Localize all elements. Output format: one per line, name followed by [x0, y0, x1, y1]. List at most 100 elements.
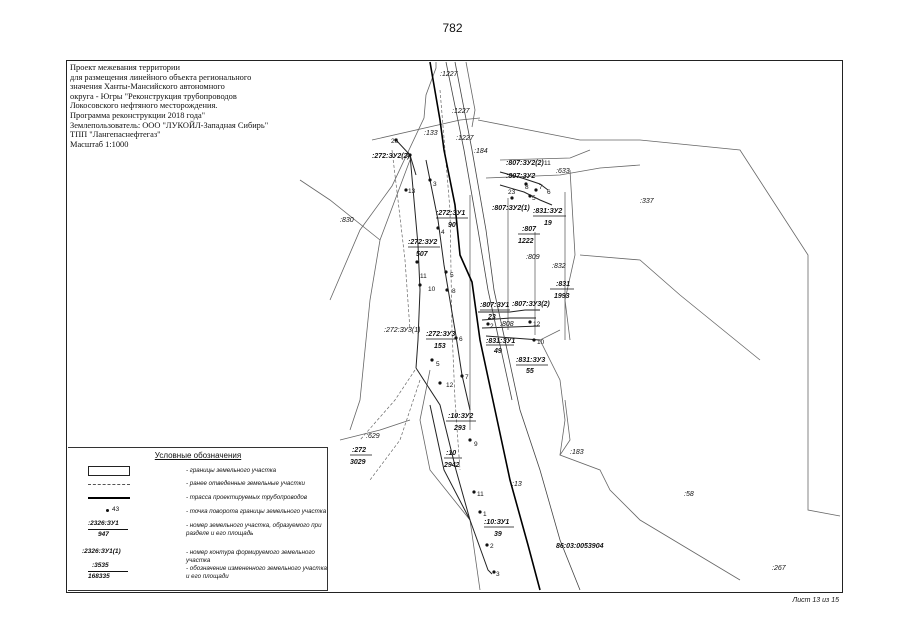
legend-symbol-id: :3535 [92, 562, 109, 569]
point-number: 6 [459, 336, 463, 343]
point-number: 3 [433, 181, 437, 188]
point-number: 2 [490, 543, 494, 550]
neighbor-label: :337 [640, 198, 655, 205]
point-number: 2 [490, 323, 494, 330]
title-block: Проект межевания территории для размещен… [70, 63, 320, 149]
legend-item-contour: :2326:ЗУ1(1) - номер контура формируемог… [68, 547, 328, 564]
legend-item-formed-parcel: :2326:ЗУ1 947 - номер земельного участка… [68, 520, 328, 544]
parcel-id: :807:ЗУ2 [506, 173, 535, 180]
pipeline-route [429, 61, 541, 591]
legend-symbol-id: :2326:ЗУ1 [88, 520, 119, 527]
point-number: 11 [477, 491, 484, 498]
legend-item-pipeline: - трасса проектируемых трубопроводов [68, 492, 328, 506]
legend-point-symbol: 43 [74, 506, 124, 520]
legend-desc: - номер земельного участка, образуемого … [186, 522, 322, 537]
point-number: 3 [496, 571, 500, 578]
neighbor-label: :629 [366, 433, 380, 440]
neighbor-label: :184 [474, 148, 488, 155]
legend-desc: - границы земельного участка [186, 467, 277, 474]
neighbor-label: :830 [340, 217, 354, 224]
point-number: 11 [544, 160, 551, 167]
legend-desc: - номер контура формируемого земельного … [186, 549, 315, 564]
parcel-id: :272:ЗУ2(2) [372, 153, 410, 160]
neighbor-label: :267 [772, 565, 787, 572]
point-number: 10 [428, 286, 436, 293]
title-line: округа - Югры "Реконструкция трубопровод… [70, 91, 237, 101]
point-number: 7 [539, 184, 543, 191]
neighbor-label: :58 [684, 491, 694, 498]
point-number: 12 [446, 382, 454, 389]
quarter-label: 86:03:0053904 [556, 543, 604, 550]
legend-desc: - обозначение измененного земельного уча… [186, 565, 327, 580]
page-number: 782 [442, 21, 463, 35]
legend-item-changed-parcel: :3535 168335 - обозначение измененного з… [68, 562, 328, 588]
neighbor-label: :1227 [456, 135, 475, 142]
sheet-label: Лист 13 из 15 [792, 597, 839, 604]
parcel-id: :807:ЗУ1 [480, 302, 509, 309]
title-line: Программа реконструкции 2018 года" [70, 110, 206, 120]
parcel-id: :831:ЗУ1 [486, 338, 515, 345]
legend-item-parcel-boundary: - границы земельного участка [68, 464, 328, 478]
parcel-id: :272 [352, 447, 366, 454]
point-number: 5 [450, 272, 454, 279]
title-line: Локосовского нефтяного месторождения. [70, 101, 218, 111]
turning-points [394, 138, 538, 574]
neighbor-label: :1227 [440, 71, 459, 78]
parcel-area: 153 [434, 343, 446, 350]
point-numbers: 26 1 13 3 4 11 5 10 8 5 6 12 7 9 11 1 2 … [391, 138, 551, 578]
parcel-id: :807:ЗУ2(1) [492, 205, 530, 212]
parcel-area: 39 [494, 531, 502, 538]
parcel-id: :831:ЗУ2 [533, 208, 562, 215]
point-number: 9 [474, 441, 478, 448]
parcel-id: :831 [556, 281, 570, 288]
parcel-id: :10 [446, 450, 456, 457]
legend-line-symbol [74, 492, 130, 506]
parcel-area: 90 [448, 222, 456, 229]
parcel-id: :272:ЗУ1 [436, 210, 465, 217]
point-number: 11 [420, 273, 427, 280]
parcel-labels: :272:ЗУ2(2) :272:ЗУ1 90 :272:ЗУ2 507 :27… [350, 153, 604, 550]
legend-item-previous-allotment: - ранее отведенные земельные участки [68, 478, 328, 492]
legend-desc: - точка поворота границы земельного учас… [186, 508, 327, 515]
point-number: 8 [525, 184, 529, 191]
parcel-id: :807 [522, 226, 537, 233]
legend-text-symbol: :2326:ЗУ1(1) [74, 547, 124, 561]
legend: Условные обозначения - границы земельног… [68, 447, 328, 591]
legend-box-symbol [74, 464, 130, 478]
title-line: ТПП "Лангепаснефтегаз" [70, 130, 161, 140]
point-number: 7 [465, 374, 469, 381]
legend-point-number: 43 [112, 506, 120, 513]
point-number: 8 [452, 288, 456, 295]
parcel-area: 507 [416, 251, 429, 258]
point-number: 12 [533, 321, 541, 328]
parcel-id: :831:ЗУ3 [516, 357, 545, 364]
title-line: значения Ханты-Мансийского автономного [70, 82, 225, 92]
neighbor-labels: :1227 :1227 :1227 :13 3 :184 :633 :337 :8… [340, 71, 787, 572]
neighbor-label: :1227 [452, 108, 471, 115]
legend-symbol-area: 168335 [88, 573, 110, 580]
point-number: 6 [547, 189, 551, 196]
parcel-area: 49 [493, 348, 502, 355]
title-line: Землепользователь: ООО "ЛУКОЙЛ-Западная … [70, 120, 269, 130]
parcel-id: :807:ЗУ2(2) [506, 160, 544, 167]
parcel-id: :272:ЗУ3(1) [384, 327, 420, 334]
parcel-area: 1993 [554, 293, 570, 300]
parcel-area: 293 [453, 425, 466, 432]
neighbor-label: :808 [500, 321, 514, 328]
parcel-area: 55 [526, 368, 534, 375]
neighbor-label: :183 [570, 449, 584, 456]
parcel-area: 2942 [443, 462, 460, 469]
legend-symbol-id: :2326:ЗУ1(1) [82, 548, 121, 555]
parcel-id: :272:ЗУ3 [426, 331, 455, 338]
neighbor-label: :633 [556, 168, 570, 175]
parcel-area: 23 [487, 314, 496, 321]
point-number: 5 [436, 361, 440, 368]
neighbor-label: :13 [512, 481, 522, 488]
legend-item-turning-point: 43 - точка поворота границы земельного у… [68, 506, 328, 520]
neighbor-boundaries [299, 61, 841, 591]
point-number: 1 [406, 152, 410, 159]
legend-fraction-symbol: :2326:ЗУ1 947 [74, 520, 128, 544]
point-number: 1 [483, 511, 487, 518]
parcel-id: :272:ЗУ2 [408, 239, 437, 246]
